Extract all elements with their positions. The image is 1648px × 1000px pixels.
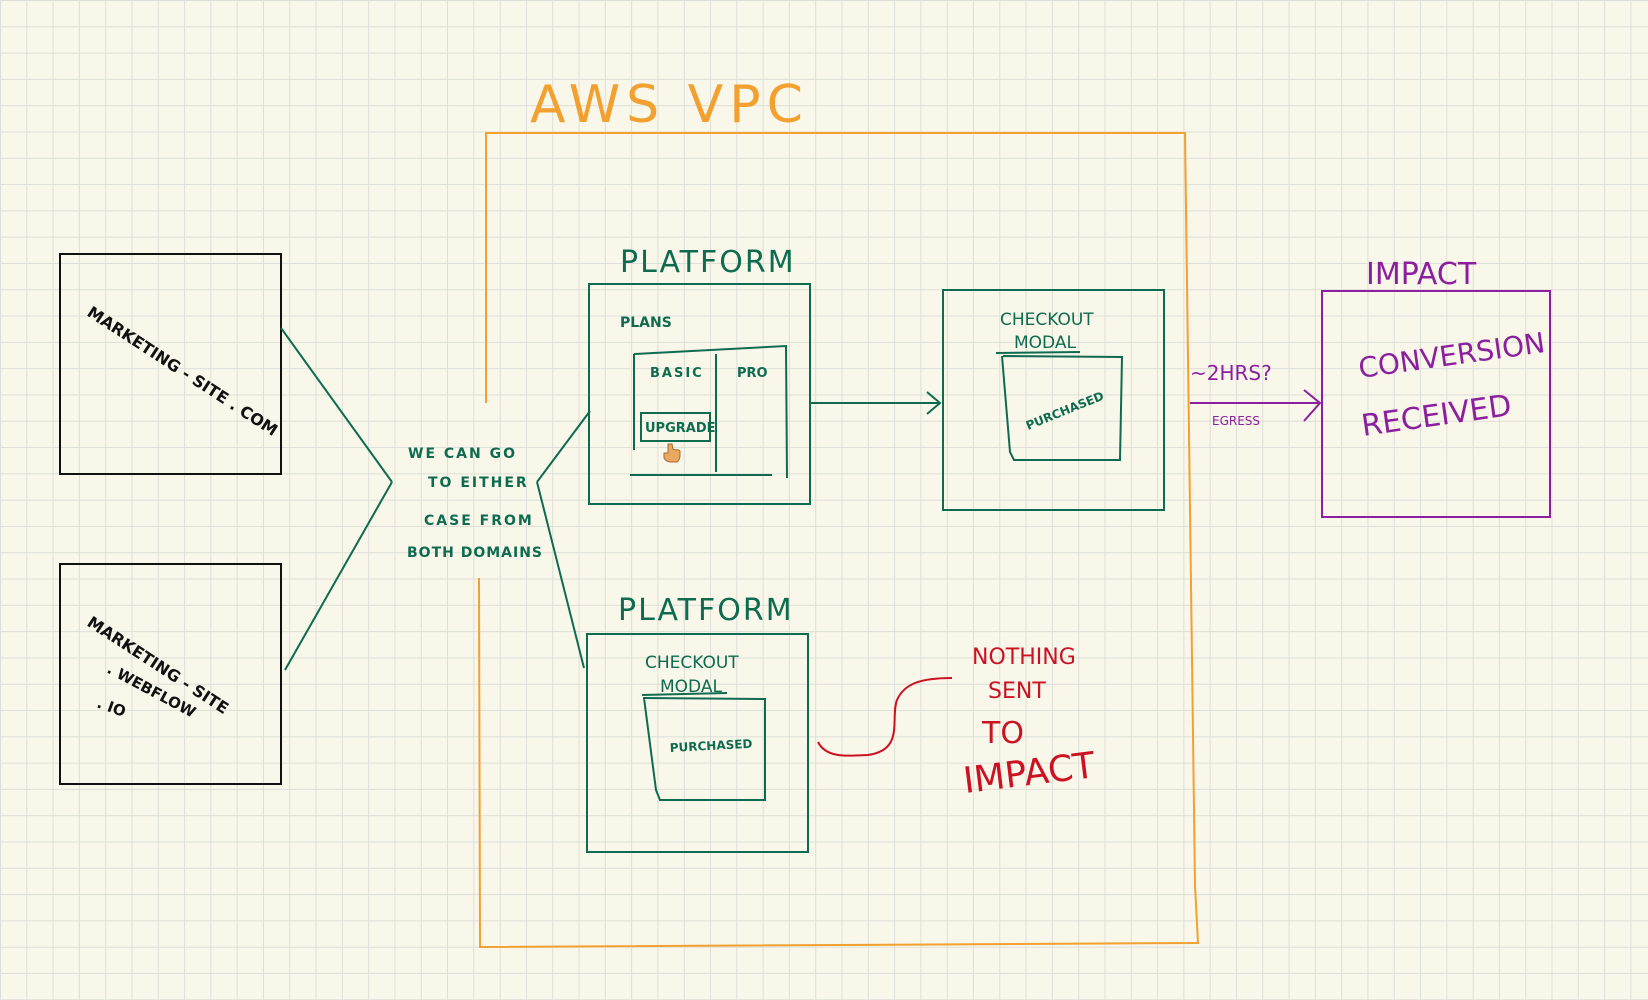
platform-bottom-title: PLATFORM [618,593,794,628]
egress-label: EGRESS [1212,414,1260,428]
checkout-top-modal [995,351,1124,461]
checkout-top-box [942,289,1165,511]
nothing-sent-line1: NOTHING [972,645,1076,670]
squiggle-connector [817,677,953,757]
arrow-egress [1190,389,1322,422]
routing-note: WE CAN GO TO EITHER CASE FROM BOTH DOMAI… [407,446,543,561]
checkout-bottom-modal [641,692,766,801]
basic-plan-label: BASIC [650,366,704,381]
impact-box [1321,290,1551,518]
platform-top-box [588,283,811,505]
note-line2: TO EITHER [428,475,529,491]
impact-line1: CONVERSION [1356,326,1547,385]
plans-table [630,344,788,479]
nothing-sent-note: NOTHING SENT TO IMPACT [961,645,1098,802]
checkout-top-title-line1: CHECKOUT [1000,310,1094,330]
upgrade-button-sketch [640,412,711,442]
source-label-webflow-line3: . IO [95,694,129,721]
hand-pointer-icon [663,443,681,463]
platform-top-title: PLATFORM [620,245,796,280]
arrow-platform-to-checkout [810,391,942,415]
nothing-sent-line3: TO [981,716,1024,751]
connector-note-to-platform-bottom [536,481,585,669]
egress-time: ~2HRS? [1190,361,1272,385]
source-box-com [59,253,282,475]
note-line4: BOTH DOMAINS [407,545,543,561]
source-label-com: MARKETING - SITE . COM [84,302,281,439]
note-line3: CASE FROM [424,513,534,529]
nothing-sent-line2: SENT [988,679,1046,704]
note-line1: WE CAN GO [408,446,517,462]
checkout-bottom-title-line2: MODAL [660,677,722,697]
checkout-top-purchased: PURCHASED [1024,389,1106,433]
connector-webflow-to-note [284,481,393,671]
impact-line2: RECEIVED [1359,388,1514,444]
nothing-sent-line4: IMPACT [961,745,1098,802]
checkout-bottom-purchased: PURCHASED [669,737,752,755]
connector-com-to-note [280,327,393,483]
connector-note-to-platform-top [536,410,591,483]
impact-title: IMPACT [1366,257,1477,292]
pro-plan-label: PRO [737,366,768,381]
plans-label: PLANS [620,315,672,331]
vpc-boundary [478,132,1200,949]
upgrade-label: UPGRADE [645,421,716,436]
platform-bottom-box [586,633,809,853]
source-box-webflow [59,563,282,785]
vpc-title: AWS VPC [530,75,809,135]
checkout-bottom-title-line1: CHECKOUT [645,653,739,673]
checkout-top-title-line2: MODAL [1014,333,1076,353]
